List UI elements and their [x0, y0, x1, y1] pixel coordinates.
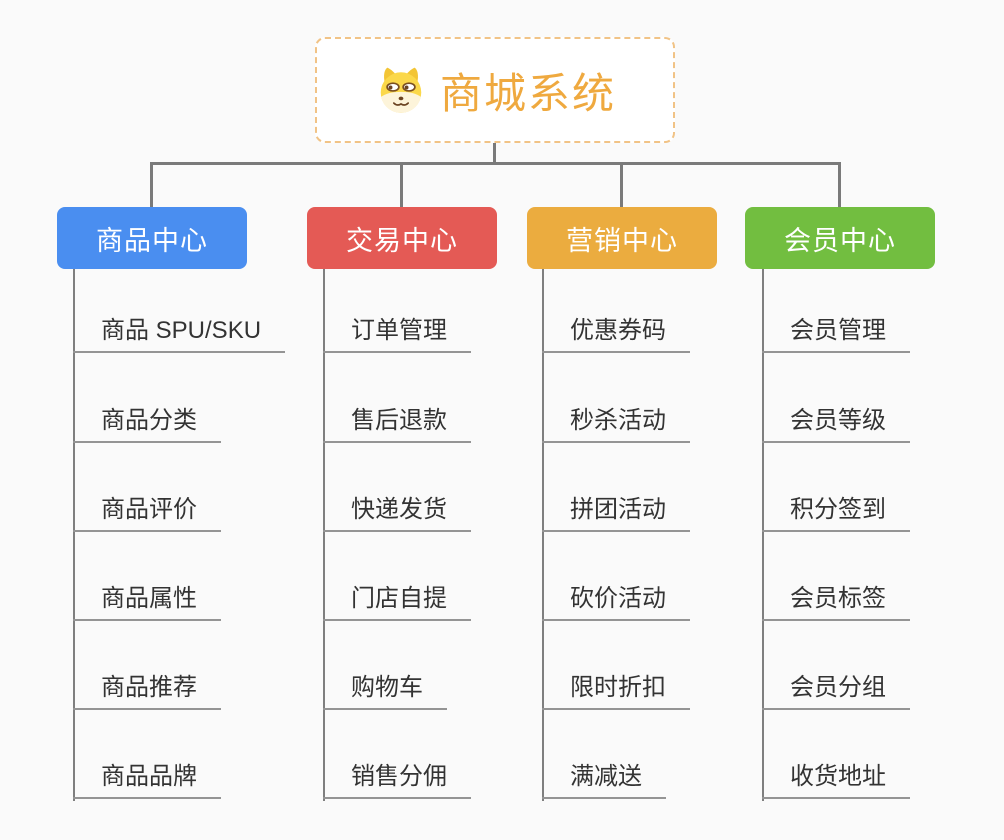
branch-trunk-line	[762, 269, 764, 801]
leaf-node[interactable]: 积分签到	[762, 493, 910, 532]
branch-label: 交易中心	[346, 225, 458, 256]
leaf-node[interactable]: 会员分组	[762, 671, 910, 710]
leaf-node[interactable]: 商品属性	[73, 582, 221, 621]
branch-header-marketing-center[interactable]: 营销中心	[527, 207, 717, 269]
leaf-node[interactable]: 快递发货	[323, 493, 471, 532]
leaf-node[interactable]: 会员管理	[762, 314, 910, 353]
leaf-node[interactable]: 商品分类	[73, 404, 221, 443]
leaf-node[interactable]: 拼团活动	[542, 493, 690, 532]
branch-trunk-line	[323, 269, 325, 801]
leaf-node[interactable]: 售后退款	[323, 404, 471, 443]
leaf-node[interactable]: 商品推荐	[73, 671, 221, 710]
branch-header-product-center[interactable]: 商品中心	[57, 207, 247, 269]
leaf-node[interactable]: 门店自提	[323, 582, 471, 621]
connector-drop-line	[620, 164, 623, 208]
root-node[interactable]: 商城系统	[315, 37, 675, 143]
leaf-node[interactable]: 订单管理	[323, 314, 471, 353]
leaf-node[interactable]: 销售分佣	[323, 760, 471, 799]
leaf-node[interactable]: 优惠券码	[542, 314, 690, 353]
branch-label: 商品中心	[96, 225, 208, 256]
leaf-node[interactable]: 商品评价	[73, 493, 221, 532]
leaf-node[interactable]: 限时折扣	[542, 671, 690, 710]
connector-drop-line	[838, 164, 841, 208]
leaf-node[interactable]: 满减送	[542, 760, 666, 799]
doge-icon	[374, 63, 428, 117]
connector-drop-line	[400, 164, 403, 208]
leaf-node[interactable]: 收货地址	[762, 760, 910, 799]
connector-horizontal-bus	[150, 162, 841, 165]
root-title: 商城系统	[439, 69, 616, 117]
branch-label: 营销中心	[566, 225, 678, 256]
leaf-node[interactable]: 商品 SPU/SKU	[73, 314, 286, 353]
leaf-node[interactable]: 会员等级	[762, 404, 910, 443]
leaf-node[interactable]: 砍价活动	[542, 582, 690, 621]
branch-header-trade-center[interactable]: 交易中心	[307, 207, 497, 269]
connector-drop-line	[150, 164, 153, 208]
leaf-node[interactable]: 购物车	[323, 671, 447, 710]
branch-header-member-center[interactable]: 会员中心	[745, 207, 935, 269]
branch-label: 会员中心	[784, 225, 896, 256]
branch-trunk-line	[542, 269, 544, 801]
branch-trunk-line	[73, 269, 75, 801]
leaf-node[interactable]: 会员标签	[762, 582, 910, 621]
leaf-node[interactable]: 秒杀活动	[542, 404, 690, 443]
leaf-node[interactable]: 商品品牌	[73, 760, 221, 799]
connector-root-stem	[493, 142, 496, 163]
